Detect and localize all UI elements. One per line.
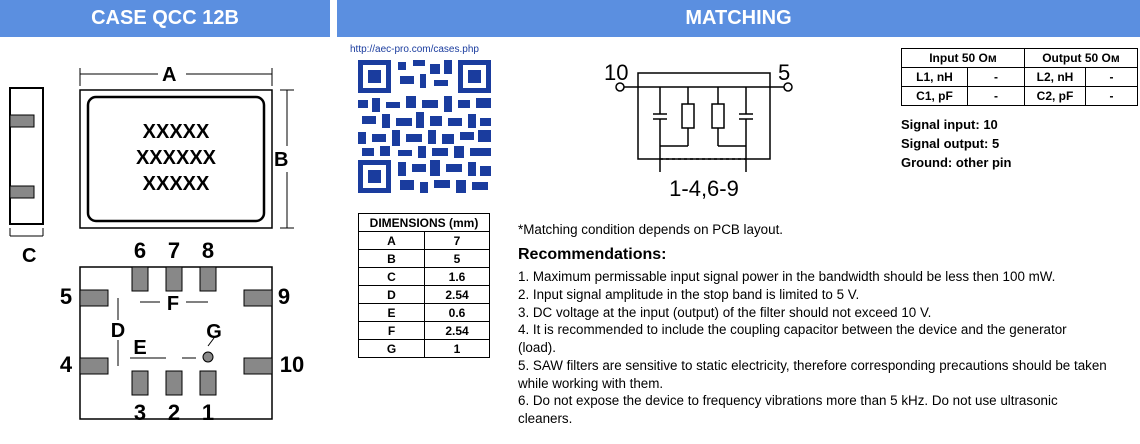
signal-input: Signal input: 10 <box>901 117 998 132</box>
dim-value: 1 <box>424 339 490 358</box>
matching-header: MATCHING <box>337 0 1140 37</box>
schematic-left-pin: 10 <box>604 60 628 85</box>
dim-value: 1.6 <box>424 267 490 286</box>
dim-value: 2.54 <box>424 285 490 304</box>
matching-input-header: Input 50 Ом <box>901 48 1025 68</box>
recommendation-item: 3. DC voltage at the input (output) of t… <box>518 305 932 320</box>
marking-line-3: XXXXX <box>143 173 210 195</box>
pin-label-4: 4 <box>60 352 73 377</box>
matching-output-header: Output 50 Ом <box>1024 48 1138 68</box>
side-view <box>9 87 44 237</box>
dim-label-g: G <box>206 321 222 343</box>
dim-key: C <box>358 267 425 286</box>
matching-cell: C1, pF <box>901 86 968 106</box>
matching-cell: - <box>967 86 1025 106</box>
recommendation-item: 6. Do not expose the device to frequency… <box>518 393 1058 426</box>
pin-label-5: 5 <box>60 284 72 309</box>
dim-label-f: F <box>167 293 179 315</box>
signal-ground: Ground: other pin <box>901 155 1012 170</box>
matching-cell: C2, pF <box>1024 86 1086 106</box>
dim-key: F <box>358 321 425 340</box>
matching-cell: - <box>1085 67 1138 87</box>
recommendations-title: Recommendations: <box>518 246 667 263</box>
qr-code-icon[interactable] <box>358 60 491 193</box>
pin-label-8: 8 <box>202 238 214 263</box>
recommendation-item: 5. SAW filters are sensitive to static e… <box>518 358 1107 391</box>
marking-line-2: XXXXXX <box>136 147 217 169</box>
signal-output: Signal output: 5 <box>901 136 1000 151</box>
matching-cell: - <box>1085 86 1138 106</box>
matching-schematic: 10 5 1-4,6-9 <box>604 60 793 201</box>
dim-value: 2.54 <box>424 321 490 340</box>
pin-label-6: 6 <box>134 238 146 263</box>
bottom-view <box>79 266 273 420</box>
schematic-right-pin: 5 <box>778 60 790 85</box>
recommendation-item: 1. Maximum permissable input signal powe… <box>518 269 1056 284</box>
matching-note: *Matching condition depends on PCB layou… <box>518 222 784 237</box>
dim-key: G <box>358 339 425 358</box>
dim-key: D <box>358 285 425 304</box>
matching-table: Input 50 Ом Output 50 Ом L1, nH - L2, nH… <box>901 48 1138 106</box>
top-view <box>79 68 294 229</box>
pin-label-1: 1 <box>202 400 214 425</box>
dim-value: 0.6 <box>424 303 490 322</box>
pin-label-7: 7 <box>168 238 180 263</box>
cases-url[interactable]: http://aec-pro.com/cases.php <box>350 44 479 55</box>
dim-label-d: D <box>111 320 125 342</box>
dim-key: B <box>358 249 425 268</box>
table-row: L1, nH - L2, nH - <box>901 67 1138 87</box>
recommendation-item: 4. It is recommended to include the coup… <box>518 322 1067 355</box>
dim-value: 5 <box>424 249 490 268</box>
matching-cell: L1, nH <box>901 67 968 87</box>
matching-title: MATCHING <box>685 7 792 29</box>
dim-key: A <box>358 231 425 250</box>
case-title: CASE QCC 12B <box>91 7 239 29</box>
table-row: C1, pF - C2, pF - <box>901 86 1138 106</box>
dim-value: 7 <box>424 231 490 250</box>
recommendation-item: 2. Input signal amplitude in the stop ba… <box>518 287 860 302</box>
package-drawing: C A B XXXXX XXXXXX XXXXX <box>9 64 304 425</box>
dim-label-b: B <box>274 149 288 171</box>
dim-key: E <box>358 303 425 322</box>
pin-label-2: 2 <box>168 400 180 425</box>
marking-line-1: XXXXX <box>143 121 210 143</box>
dimensions-header: DIMENSIONS (mm) <box>358 213 490 232</box>
matching-cell: - <box>967 67 1025 87</box>
case-header: CASE QCC 12B <box>0 0 330 37</box>
dim-label-e: E <box>133 337 146 359</box>
matching-cell: L2, nH <box>1024 67 1086 87</box>
pin-label-3: 3 <box>134 400 146 425</box>
schematic-ground-pins: 1-4,6-9 <box>669 176 739 201</box>
dim-label-c: C <box>22 245 36 267</box>
pin-label-10: 10 <box>280 352 304 377</box>
dim-label-a: A <box>162 64 176 86</box>
pin-label-9: 9 <box>278 284 290 309</box>
